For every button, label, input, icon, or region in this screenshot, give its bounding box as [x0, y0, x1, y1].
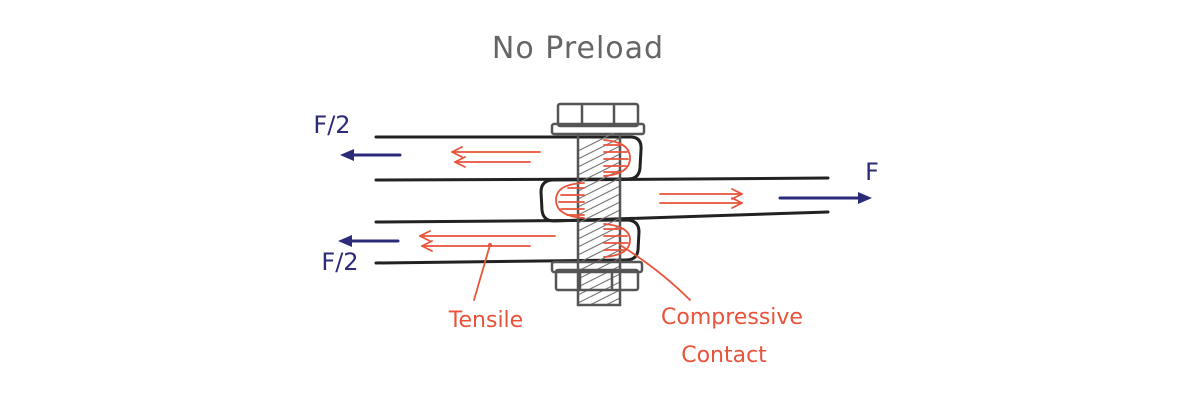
compressive-contact-bottom	[603, 223, 631, 258]
bottom-plate	[374, 218, 641, 265]
contact-label: Contact	[681, 343, 767, 368]
force-arrow-right	[778, 192, 872, 204]
force-arrow-top-left	[340, 149, 402, 161]
tensile-label: Tensile	[448, 308, 523, 333]
bolt-head	[550, 102, 646, 136]
force-arrow-bottom-left	[338, 235, 400, 247]
tensile-stress-arrows	[419, 146, 743, 252]
force-label-top-left: F/2	[313, 111, 350, 139]
force-label-bottom-left: F/2	[321, 248, 358, 276]
compressive-leader	[619, 244, 691, 301]
diagram-title: No Preload	[492, 31, 664, 66]
compressive-contact-top	[603, 139, 631, 177]
compressive-contact-middle	[555, 182, 585, 219]
force-label-right: F	[865, 158, 879, 186]
bolt-shank	[576, 132, 622, 307]
nut	[550, 260, 644, 292]
top-plate	[374, 135, 643, 182]
compressive-label: Compressive	[661, 305, 803, 330]
tensile-leader	[473, 243, 492, 301]
